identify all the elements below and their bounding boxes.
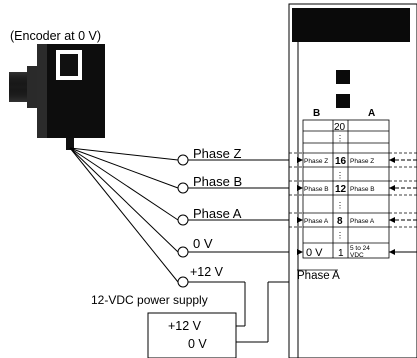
terminal-arrows <box>297 157 395 255</box>
power-supply-plus12: +12 V <box>168 319 202 333</box>
svg-text:⋮: ⋮ <box>336 231 344 240</box>
cell-b-phase-z: Phase Z <box>304 158 328 165</box>
wire-label-0v: 0 V <box>193 236 213 251</box>
svg-text:⋮: ⋮ <box>336 134 344 143</box>
encoder-wires <box>69 147 179 283</box>
wire-label-phase-a: Phase A <box>193 206 242 221</box>
cell-b-phase-a: Phase A <box>304 218 329 225</box>
column-a-label: A <box>368 108 375 119</box>
pin-20: 20 <box>334 122 346 133</box>
column-b-label: B <box>313 108 320 119</box>
cell-a-phase-a: Phase A <box>350 218 375 225</box>
wire-label-phase-z: Phase Z <box>193 146 241 161</box>
power-supply-title: 12-VDC power supply <box>91 293 208 307</box>
wire-terminals <box>177 154 189 288</box>
cell-b-phase-b: Phase B <box>304 186 329 193</box>
power-supply-box <box>147 312 237 358</box>
cell-a-vdc-line1: 5 to 24 <box>350 245 370 252</box>
terminal-block <box>288 119 417 259</box>
svg-text:⋮: ⋮ <box>336 201 344 210</box>
power-supply-0v: 0 V <box>188 337 207 351</box>
wire-label-phase-b: Phase B <box>193 174 242 189</box>
pin-16: 16 <box>335 156 347 167</box>
cell-a-phase-z: Phase Z <box>350 158 374 165</box>
encoder-body <box>9 44 105 150</box>
encoder-caption: (Encoder at 0 V) <box>10 29 101 43</box>
pin-8: 8 <box>337 216 343 227</box>
cell-b-0v: 0 V <box>306 247 323 259</box>
unit-bottom-phase-a: Phase A <box>297 270 340 282</box>
pin-1: 1 <box>338 248 344 259</box>
pin-12: 12 <box>335 184 347 195</box>
cell-a-vdc-line2: VDC <box>350 252 364 259</box>
cell-a-phase-b: Phase B <box>350 186 375 193</box>
svg-text:⋮: ⋮ <box>336 171 344 180</box>
wire-label-plus12: +12 V <box>190 265 224 279</box>
